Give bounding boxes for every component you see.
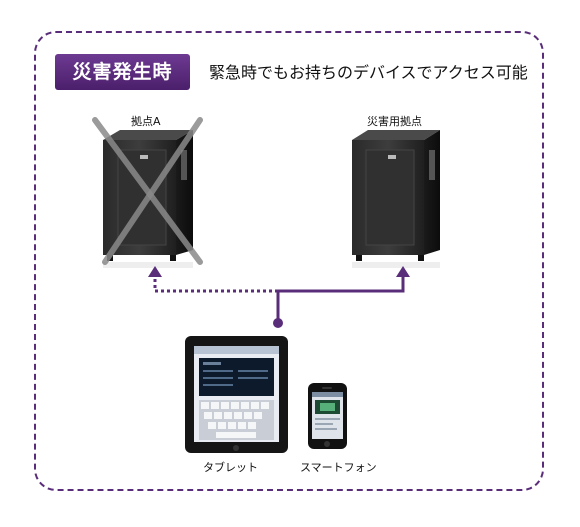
disaster-site-server: [352, 130, 440, 268]
connector-to-site-a: [148, 266, 278, 293]
tablet-device: [185, 336, 288, 453]
smartphone-device: [308, 383, 347, 449]
tablet-label: タブレット: [203, 461, 258, 474]
unavailable-cross-icon: [92, 117, 203, 265]
disaster-site-label: 災害用拠点: [367, 115, 422, 128]
outer-dashed-frame: [34, 31, 544, 491]
page-subtitle: 緊急時でもお持ちのデバイスでアクセス可能: [209, 63, 528, 82]
connector-to-disaster-site: [276, 266, 410, 322]
smartphone-label: スマートフォン: [300, 461, 377, 474]
site-a-label: 拠点A: [131, 115, 161, 128]
connection-node: [273, 318, 283, 328]
disaster-badge: 災害発生時: [55, 54, 190, 90]
